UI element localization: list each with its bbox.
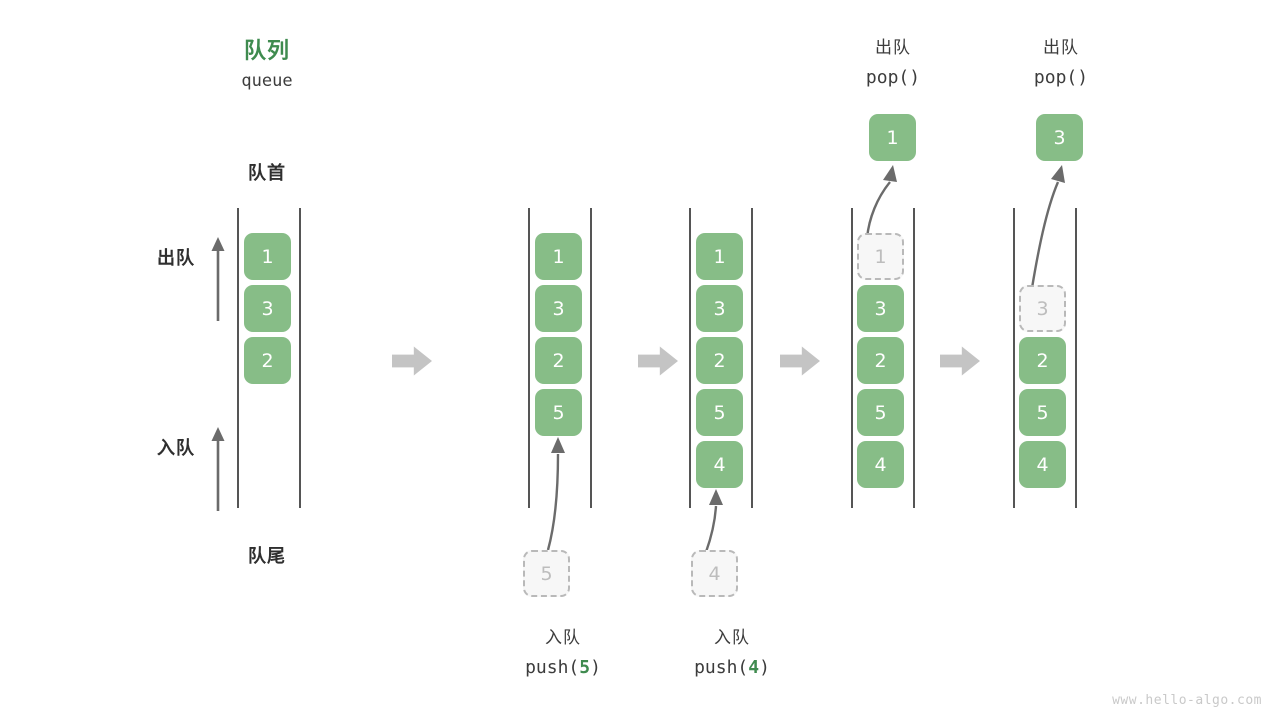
queue-cell-ghost: 1 [857, 233, 904, 280]
queue-rail-right-1 [299, 208, 301, 508]
queue-cell: 4 [1019, 441, 1066, 488]
incoming-element-ghost: 4 [691, 550, 738, 597]
queue-rail-left-1 [237, 208, 239, 508]
step-caption-code: push(4) [652, 657, 812, 678]
queue-cell: 5 [535, 389, 582, 436]
popped-element: 3 [1036, 114, 1083, 161]
queue-rail-right-4 [913, 208, 915, 508]
queue-cell: 5 [1019, 389, 1066, 436]
code-suffix: ) [909, 67, 921, 88]
separator-arrow-icon [780, 346, 820, 376]
step-caption-cn: 出队 [875, 38, 911, 58]
enqueue-direction-label: 入队 [157, 438, 195, 459]
queue-cell: 1 [696, 233, 743, 280]
queue-cell: 2 [1019, 337, 1066, 384]
pop-arrow-icon [1030, 165, 1065, 289]
queue-rail-right-2 [590, 208, 592, 508]
dequeue-direction-arrow-icon [211, 237, 225, 321]
code-suffix: ) [759, 657, 770, 678]
queue-rear-label: 队尾 [248, 546, 286, 567]
queue-rail-left-2 [528, 208, 530, 508]
queue-cell: 3 [696, 285, 743, 332]
enqueue-direction-arrow-icon [211, 427, 225, 511]
code-argument: 4 [748, 657, 760, 678]
step-caption-code: pop() [981, 67, 1141, 88]
queue-cell: 2 [535, 337, 582, 384]
code-suffix: ) [590, 657, 601, 678]
queue-cell: 5 [696, 389, 743, 436]
step-caption-code: pop() [813, 67, 973, 88]
code-suffix: ) [1077, 67, 1089, 88]
queue-rail-left-3 [689, 208, 691, 508]
step-caption-cn: 入队 [714, 628, 750, 648]
push-arrow-icon [546, 437, 565, 551]
watermark: www.hello-algo.com [1112, 693, 1262, 708]
queue-cell: 1 [244, 233, 291, 280]
queue-rail-right-5 [1075, 208, 1077, 508]
code-argument: 5 [579, 657, 591, 678]
step-caption-cn: 入队 [545, 628, 581, 648]
queue-rail-right-3 [751, 208, 753, 508]
separator-arrow-icon [638, 346, 678, 376]
queue-rail-left-5 [1013, 208, 1015, 508]
queue-title-en: queue [241, 71, 293, 91]
queue-cell: 2 [857, 337, 904, 384]
queue-cell: 3 [244, 285, 291, 332]
popped-element: 1 [869, 114, 916, 161]
code-prefix: push( [525, 657, 580, 678]
dequeue-direction-label: 出队 [157, 248, 195, 269]
queue-front-label: 队首 [248, 163, 286, 184]
push-arrow-icon [704, 489, 723, 553]
code-prefix: pop( [1033, 67, 1078, 88]
code-prefix: pop( [865, 67, 910, 88]
queue-rail-left-4 [851, 208, 853, 508]
step-caption-code: push(5) [483, 657, 643, 678]
queue-cell: 2 [244, 337, 291, 384]
queue-cell: 3 [535, 285, 582, 332]
queue-cell: 5 [857, 389, 904, 436]
pop-arrow-icon [865, 165, 897, 239]
code-prefix: push( [694, 657, 749, 678]
queue-cell: 3 [857, 285, 904, 332]
separator-arrow-icon [940, 346, 980, 376]
queue-title-cn: 队列 [243, 39, 290, 64]
separator-arrow-icon [392, 346, 432, 376]
queue-cell: 4 [696, 441, 743, 488]
queue-cell: 2 [696, 337, 743, 384]
queue-cell: 4 [857, 441, 904, 488]
step-caption-cn: 出队 [1043, 38, 1079, 58]
incoming-element-ghost: 5 [523, 550, 570, 597]
queue-cell-ghost: 3 [1019, 285, 1066, 332]
queue-cell: 1 [535, 233, 582, 280]
